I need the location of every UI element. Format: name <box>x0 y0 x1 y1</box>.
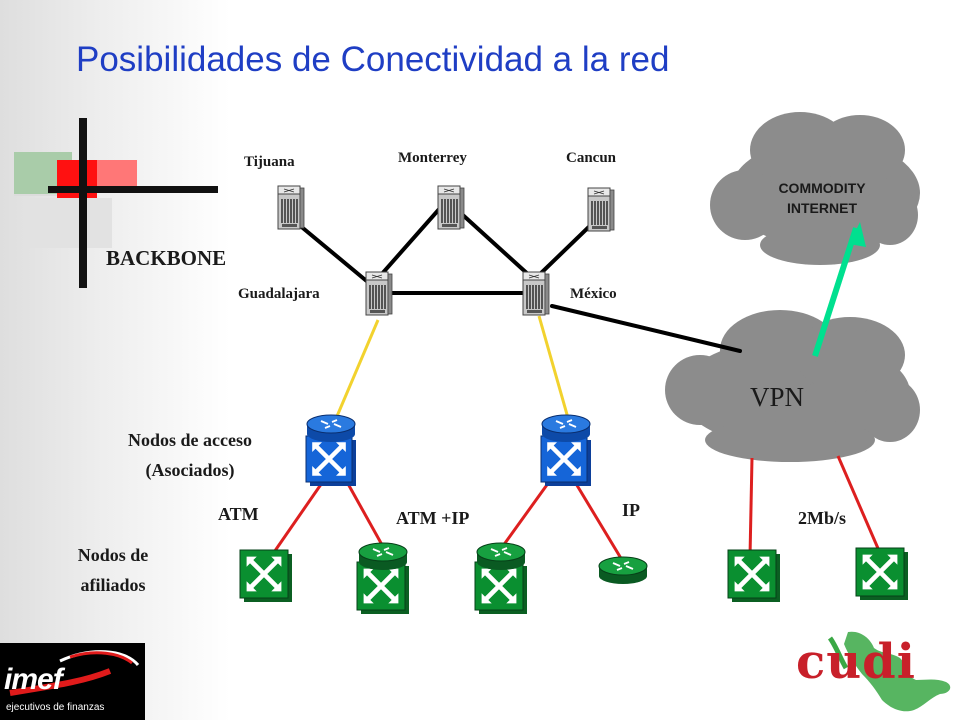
link-mexico-vpn <box>550 304 742 353</box>
label-atm: ATM <box>218 504 259 524</box>
server-icon-guadalajara <box>365 271 393 316</box>
access-router-icon-2 <box>541 414 591 443</box>
access-links <box>327 315 570 436</box>
label-mexico: México <box>570 286 617 302</box>
server-icon-tijuana <box>277 185 305 230</box>
affiliate-router-icon-3 <box>476 542 526 571</box>
corner-decoration <box>14 118 218 288</box>
link-access1-affiliate2 <box>345 481 388 553</box>
deco-block-light <box>24 198 112 248</box>
label-commodity-line2: INTERNET <box>787 200 857 216</box>
label-nodos-acceso-line1: Nodos de acceso <box>128 430 252 450</box>
imef-swoosh-icon <box>9 650 140 696</box>
affiliate-router-icon-2 <box>358 542 408 571</box>
deco-horizontal-bar <box>48 186 218 193</box>
link-guadalajara-monterrey <box>378 205 443 278</box>
link-access2-affiliate3 <box>498 481 551 551</box>
link-access1-affiliate1 <box>268 479 326 559</box>
access-switch-icon-2 <box>541 436 591 486</box>
label-tijuana: Tijuana <box>244 154 295 170</box>
server-icon-mexico <box>522 271 550 316</box>
label-atm-ip: ATM +IP <box>396 508 470 528</box>
server-icon-cancun <box>587 187 615 232</box>
affiliate-switch-icon-6 <box>856 548 908 600</box>
link-vpn-affiliate5 <box>748 457 754 558</box>
imef-tagline: ejecutivos de finanzas <box>6 702 105 713</box>
deco-vertical-bar <box>79 118 87 288</box>
link-access2-affiliate4 <box>573 481 624 561</box>
vpn-cloud <box>665 310 920 462</box>
link-mexico-access <box>537 315 570 419</box>
affiliate-links <box>268 455 882 561</box>
label-guadalajara: Guadalajara <box>238 286 320 302</box>
side-gradient <box>0 0 230 720</box>
server-icon-monterrey <box>437 185 465 230</box>
link-monterrey-mexico <box>452 205 532 278</box>
label-commodity-line1: COMMODITY <box>778 180 866 196</box>
link-vpn-affiliate6 <box>836 455 882 554</box>
label-cancun: Cancun <box>566 150 617 166</box>
internet-arrowhead <box>849 222 866 247</box>
cudi-logo: cudi <box>790 628 960 720</box>
imef-logo: imef ejecutivos de finanzas <box>0 643 145 720</box>
label-2mbs: 2Mb/s <box>798 508 847 528</box>
label-nodos-acceso: Nodos de acceso (Asociados) <box>100 425 280 485</box>
imef-logo-text: imef <box>4 663 63 696</box>
label-ip: IP <box>622 500 640 520</box>
access-switch-icon-1 <box>306 436 356 486</box>
commodity-internet-cloud <box>710 112 920 265</box>
label-nodos-afiliados-line1: Nodos de <box>77 545 149 565</box>
access-router-icon-1 <box>306 414 356 443</box>
backbone-links <box>290 205 742 353</box>
slide-title: Posibilidades de Conectividad a la red <box>76 40 670 79</box>
label-nodos-afiliados-line2: afiliados <box>80 575 146 595</box>
label-commodity-internet: COMMODITY INTERNET <box>752 178 892 218</box>
label-monterrey: Monterrey <box>398 150 467 166</box>
deco-block-red-light <box>97 160 137 188</box>
link-vpn-internet <box>812 227 859 357</box>
mexico-map-icon <box>827 631 951 712</box>
affiliate-router-icon-4 <box>598 556 648 585</box>
label-vpn: VPN <box>750 382 805 412</box>
label-nodos-afiliados: Nodos de afiliados <box>58 540 168 600</box>
label-nodos-acceso-line2: (Asociados) <box>145 460 235 480</box>
link-mexico-cancun <box>536 218 598 278</box>
affiliate-switch-icon-5 <box>728 550 780 602</box>
label-backbone: BACKBONE <box>106 246 227 270</box>
link-tijuana-guadalajara <box>290 217 371 285</box>
cudi-logo-text: cudi <box>796 634 916 690</box>
affiliate-switch-icon-1 <box>240 550 292 602</box>
